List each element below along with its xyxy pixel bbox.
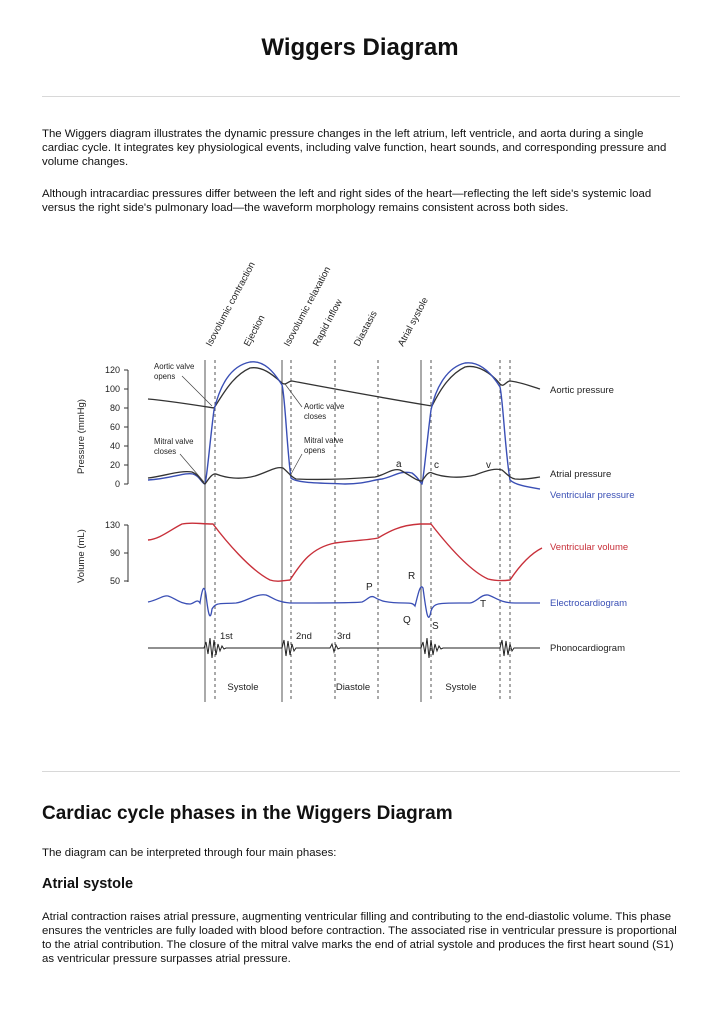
pressure-tick: 40 — [110, 441, 120, 451]
pressure-tick: 100 — [105, 384, 120, 394]
phase-label-diastasis: Diastasis — [352, 309, 380, 348]
ecg-r-label: R — [408, 571, 415, 582]
aortic-pressure-label: Aortic pressure — [550, 385, 614, 396]
aortic-valve-closes-label-2: closes — [304, 412, 326, 421]
aortic-valve-closes-label: Aortic valve — [304, 402, 344, 411]
ventricular-pressure-trace — [147, 361, 541, 490]
period-labels: Systole Diastole Systole — [227, 682, 476, 693]
mitral-valve-opens-label-2: opens — [304, 446, 325, 455]
ventricular-volume-label: Ventricular volume — [550, 542, 628, 553]
mitral-valve-opens-label: Mitral valve — [304, 436, 343, 445]
phase-label-atrial-systole: Atrial systole — [396, 296, 431, 349]
sound-2nd-label: 2nd — [296, 631, 312, 642]
phase-label-ejection: Ejection — [242, 313, 268, 348]
period-systole-label: Systole — [227, 682, 258, 693]
ecg-t-label: T — [480, 599, 486, 610]
subsection-heading: Atrial systole — [42, 876, 134, 892]
atrial-pressure-trace — [147, 466, 541, 485]
ecg-trace — [147, 586, 540, 618]
intro-paragraph-2: Although intracardiac pressures differ b… — [42, 188, 652, 214]
pressure-axis: 120 100 80 60 40 20 0 Pressure (mmHg) — [76, 365, 129, 489]
aortic-valve-opens-label: Aortic valve — [154, 362, 194, 371]
ventricular-pressure-label: Ventricular pressure — [550, 490, 634, 501]
ecg-p-label: P — [366, 582, 373, 593]
volume-tick: 90 — [110, 548, 120, 558]
volume-tick: 130 — [105, 520, 120, 530]
aortic-pressure-trace — [147, 365, 541, 409]
wave-labels: a c v P R Q S T — [366, 459, 491, 632]
subsection-body: Atrial contraction raises atrial pressur… — [42, 911, 677, 965]
section-intro: The diagram can be interpreted through f… — [42, 847, 337, 859]
period-diastole-label: Diastole — [336, 682, 370, 693]
valve-annotations: Aortic valve opens Mitral valve closes A… — [154, 362, 344, 483]
pressure-axis-label: Pressure (mmHg) — [76, 399, 87, 474]
phase-label-rapid-inflow: Rapid inflow — [311, 297, 345, 348]
trace-labels: Aortic pressure Atrial pressure Ventricu… — [550, 385, 634, 654]
wave-v-label: v — [486, 460, 491, 471]
page-title: Wiggers Diagram — [261, 34, 459, 61]
wave-c-label: c — [434, 460, 439, 471]
heart-sound-labels: 1st 2nd 3rd — [220, 631, 351, 642]
pressure-tick: 0 — [115, 479, 120, 489]
sound-3rd-label: 3rd — [337, 631, 351, 642]
mitral-valve-closes-label-2: closes — [154, 447, 176, 456]
sound-1st-label: 1st — [220, 631, 233, 642]
period-systole-label-2: Systole — [445, 682, 476, 693]
ventricular-volume-trace — [147, 522, 543, 582]
pressure-tick: 20 — [110, 460, 120, 470]
atrial-pressure-label: Atrial pressure — [550, 469, 611, 480]
pressure-tick: 120 — [105, 365, 120, 375]
volume-axis: 130 90 50 Volume (mL) — [76, 520, 129, 586]
phonocardiogram-label: Phonocardiogram — [550, 643, 625, 654]
wave-a-label: a — [396, 459, 402, 470]
pressure-tick: 80 — [110, 403, 120, 413]
volume-axis-label: Volume (mL) — [76, 529, 87, 583]
phase-labels: Isovolumic contraction Ejection Isovolum… — [204, 260, 431, 348]
section-heading: Cardiac cycle phases in the Wiggers Diag… — [42, 803, 453, 824]
divider-section — [42, 771, 680, 772]
intro-paragraph-1: The Wiggers diagram illustrates the dyna… — [42, 128, 667, 168]
ecg-s-label: S — [432, 621, 439, 632]
wiggers-diagram: Isovolumic contraction Ejection Isovolum… — [76, 260, 634, 702]
divider-top — [42, 96, 680, 97]
ecg-q-label: Q — [403, 615, 411, 626]
phase-guides — [204, 360, 511, 702]
aortic-valve-opens-label-2: opens — [154, 372, 175, 381]
volume-tick: 50 — [110, 576, 120, 586]
mitral-valve-closes-label: Mitral valve — [154, 437, 193, 446]
pressure-tick: 60 — [110, 422, 120, 432]
electrocardiogram-label: Electrocardiogram — [550, 598, 627, 609]
phonocardiogram-trace — [148, 637, 540, 659]
